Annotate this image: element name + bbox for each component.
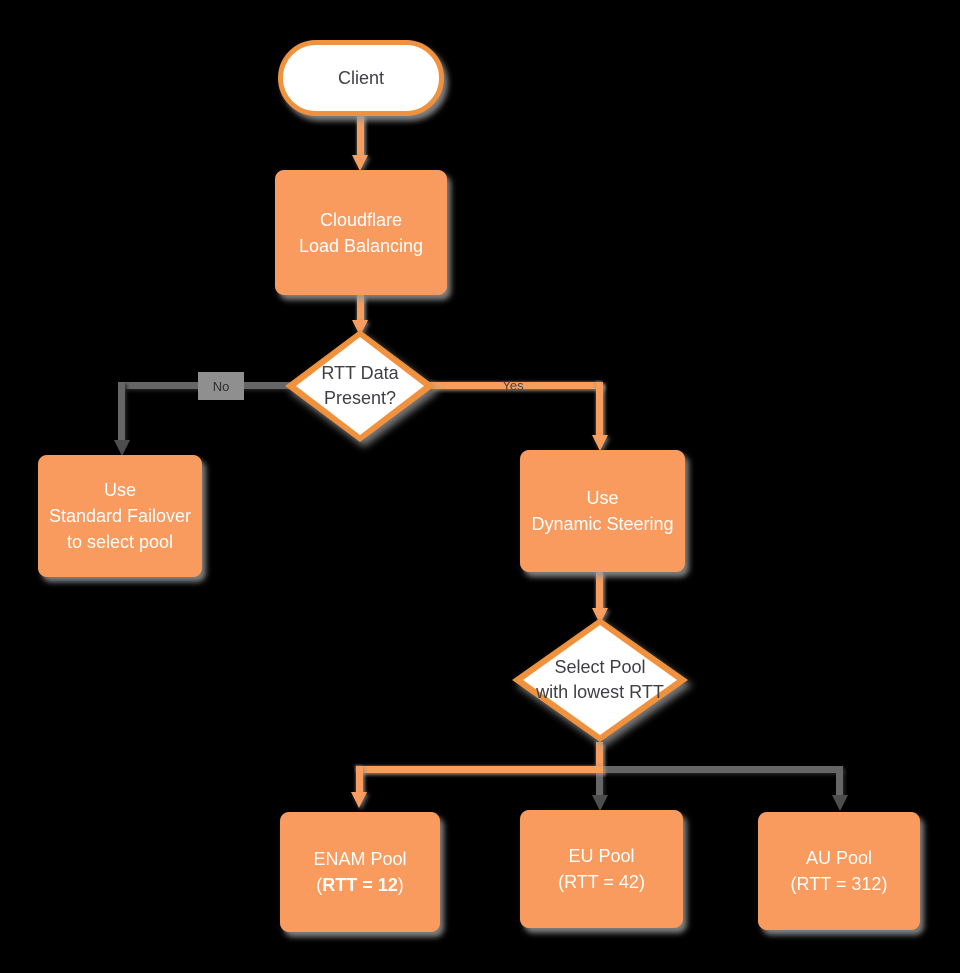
arrow-down-icon bbox=[592, 608, 608, 624]
arrow-down-icon bbox=[592, 435, 608, 451]
connector-to-enam-pool-stub bbox=[596, 742, 603, 773]
arrow-down-icon bbox=[592, 795, 608, 811]
node-eu-pool-name: EU Pool bbox=[568, 846, 635, 866]
arrow-down-icon bbox=[352, 320, 368, 336]
paren-open: ( bbox=[790, 874, 797, 894]
connector-yes-vertical bbox=[596, 382, 603, 438]
node-standard-failover-line1: Use bbox=[103, 480, 136, 500]
node-rtt-decision-line1: RTT Data bbox=[321, 363, 399, 383]
node-load-balancer-line2: Load Balancing bbox=[298, 235, 424, 256]
connector-no-vertical bbox=[118, 382, 125, 444]
arrow-down-icon bbox=[832, 795, 848, 811]
connector-to-au-pool-vertical bbox=[836, 766, 843, 800]
node-dynamic-steering-line1: Use bbox=[586, 488, 619, 508]
connector-to-enam-pool-vertical bbox=[356, 766, 363, 794]
rtt-value: RTT = 42 bbox=[564, 872, 639, 892]
node-rtt-decision-line2: Present? bbox=[323, 388, 397, 408]
rtt-value: RTT = 312 bbox=[796, 874, 882, 894]
node-rtt-decision: RTT Data Present? bbox=[285, 330, 435, 442]
node-load-balancer: Cloudflare Load Balancing bbox=[275, 170, 447, 295]
paren-close: ) bbox=[638, 872, 645, 892]
node-standard-failover-line2: Standard Failover bbox=[48, 506, 192, 526]
connector-steering-to-pool-decision bbox=[596, 572, 603, 612]
node-enam-pool-rtt: (RTT = 12) bbox=[316, 872, 404, 898]
arrow-down-icon bbox=[351, 792, 367, 808]
node-pool-decision-line1: Select Pool bbox=[554, 657, 646, 677]
node-enam-pool-name: ENAM Pool bbox=[313, 849, 407, 869]
arrow-down-icon bbox=[114, 440, 130, 456]
paren-close: ) bbox=[881, 874, 888, 894]
node-load-balancer-line1: Cloudflare bbox=[319, 209, 403, 230]
node-enam-pool: ENAM Pool (RTT = 12) bbox=[280, 812, 440, 932]
node-pool-decision: Select Pool with lowest RTT bbox=[512, 618, 688, 742]
connector-to-enam-pool-horizontal bbox=[356, 766, 603, 773]
node-pool-decision-text: Select Pool with lowest RTT bbox=[512, 618, 688, 742]
paren-open: ( bbox=[316, 875, 323, 895]
node-au-pool-name: AU Pool bbox=[805, 848, 873, 868]
node-eu-pool: EU Pool (RTT = 42) bbox=[520, 810, 683, 928]
arrow-down-icon bbox=[352, 155, 368, 171]
connector-lb-to-rtt-decision bbox=[357, 295, 364, 323]
node-au-pool: AU Pool (RTT = 312) bbox=[758, 812, 920, 930]
edge-label-yes: Yes bbox=[491, 372, 535, 399]
node-dynamic-steering-line2: Dynamic Steering bbox=[531, 514, 674, 534]
connector-client-to-lb bbox=[357, 113, 364, 157]
node-eu-pool-rtt: (RTT = 42) bbox=[558, 869, 645, 895]
edge-label-yes-text: Yes bbox=[502, 378, 524, 393]
node-pool-decision-line2: with lowest RTT bbox=[536, 682, 664, 702]
edge-label-no-text: No bbox=[212, 378, 230, 394]
node-rtt-decision-text: RTT Data Present? bbox=[285, 330, 435, 442]
node-client: Client bbox=[278, 40, 444, 116]
node-client-label: Client bbox=[337, 68, 385, 88]
connector-to-au-pool-horizontal bbox=[600, 766, 843, 773]
edge-label-no: No bbox=[198, 372, 244, 400]
node-standard-failover: Use Standard Failover to select pool bbox=[38, 455, 202, 577]
paren-open: ( bbox=[558, 872, 565, 892]
node-standard-failover-line3: to select pool bbox=[66, 532, 174, 552]
paren-close: ) bbox=[397, 875, 404, 895]
rtt-value: RTT = 12 bbox=[322, 875, 398, 895]
connector-yes-horizontal bbox=[430, 382, 603, 389]
node-au-pool-rtt: (RTT = 312) bbox=[791, 871, 888, 897]
node-dynamic-steering: Use Dynamic Steering bbox=[520, 450, 685, 572]
